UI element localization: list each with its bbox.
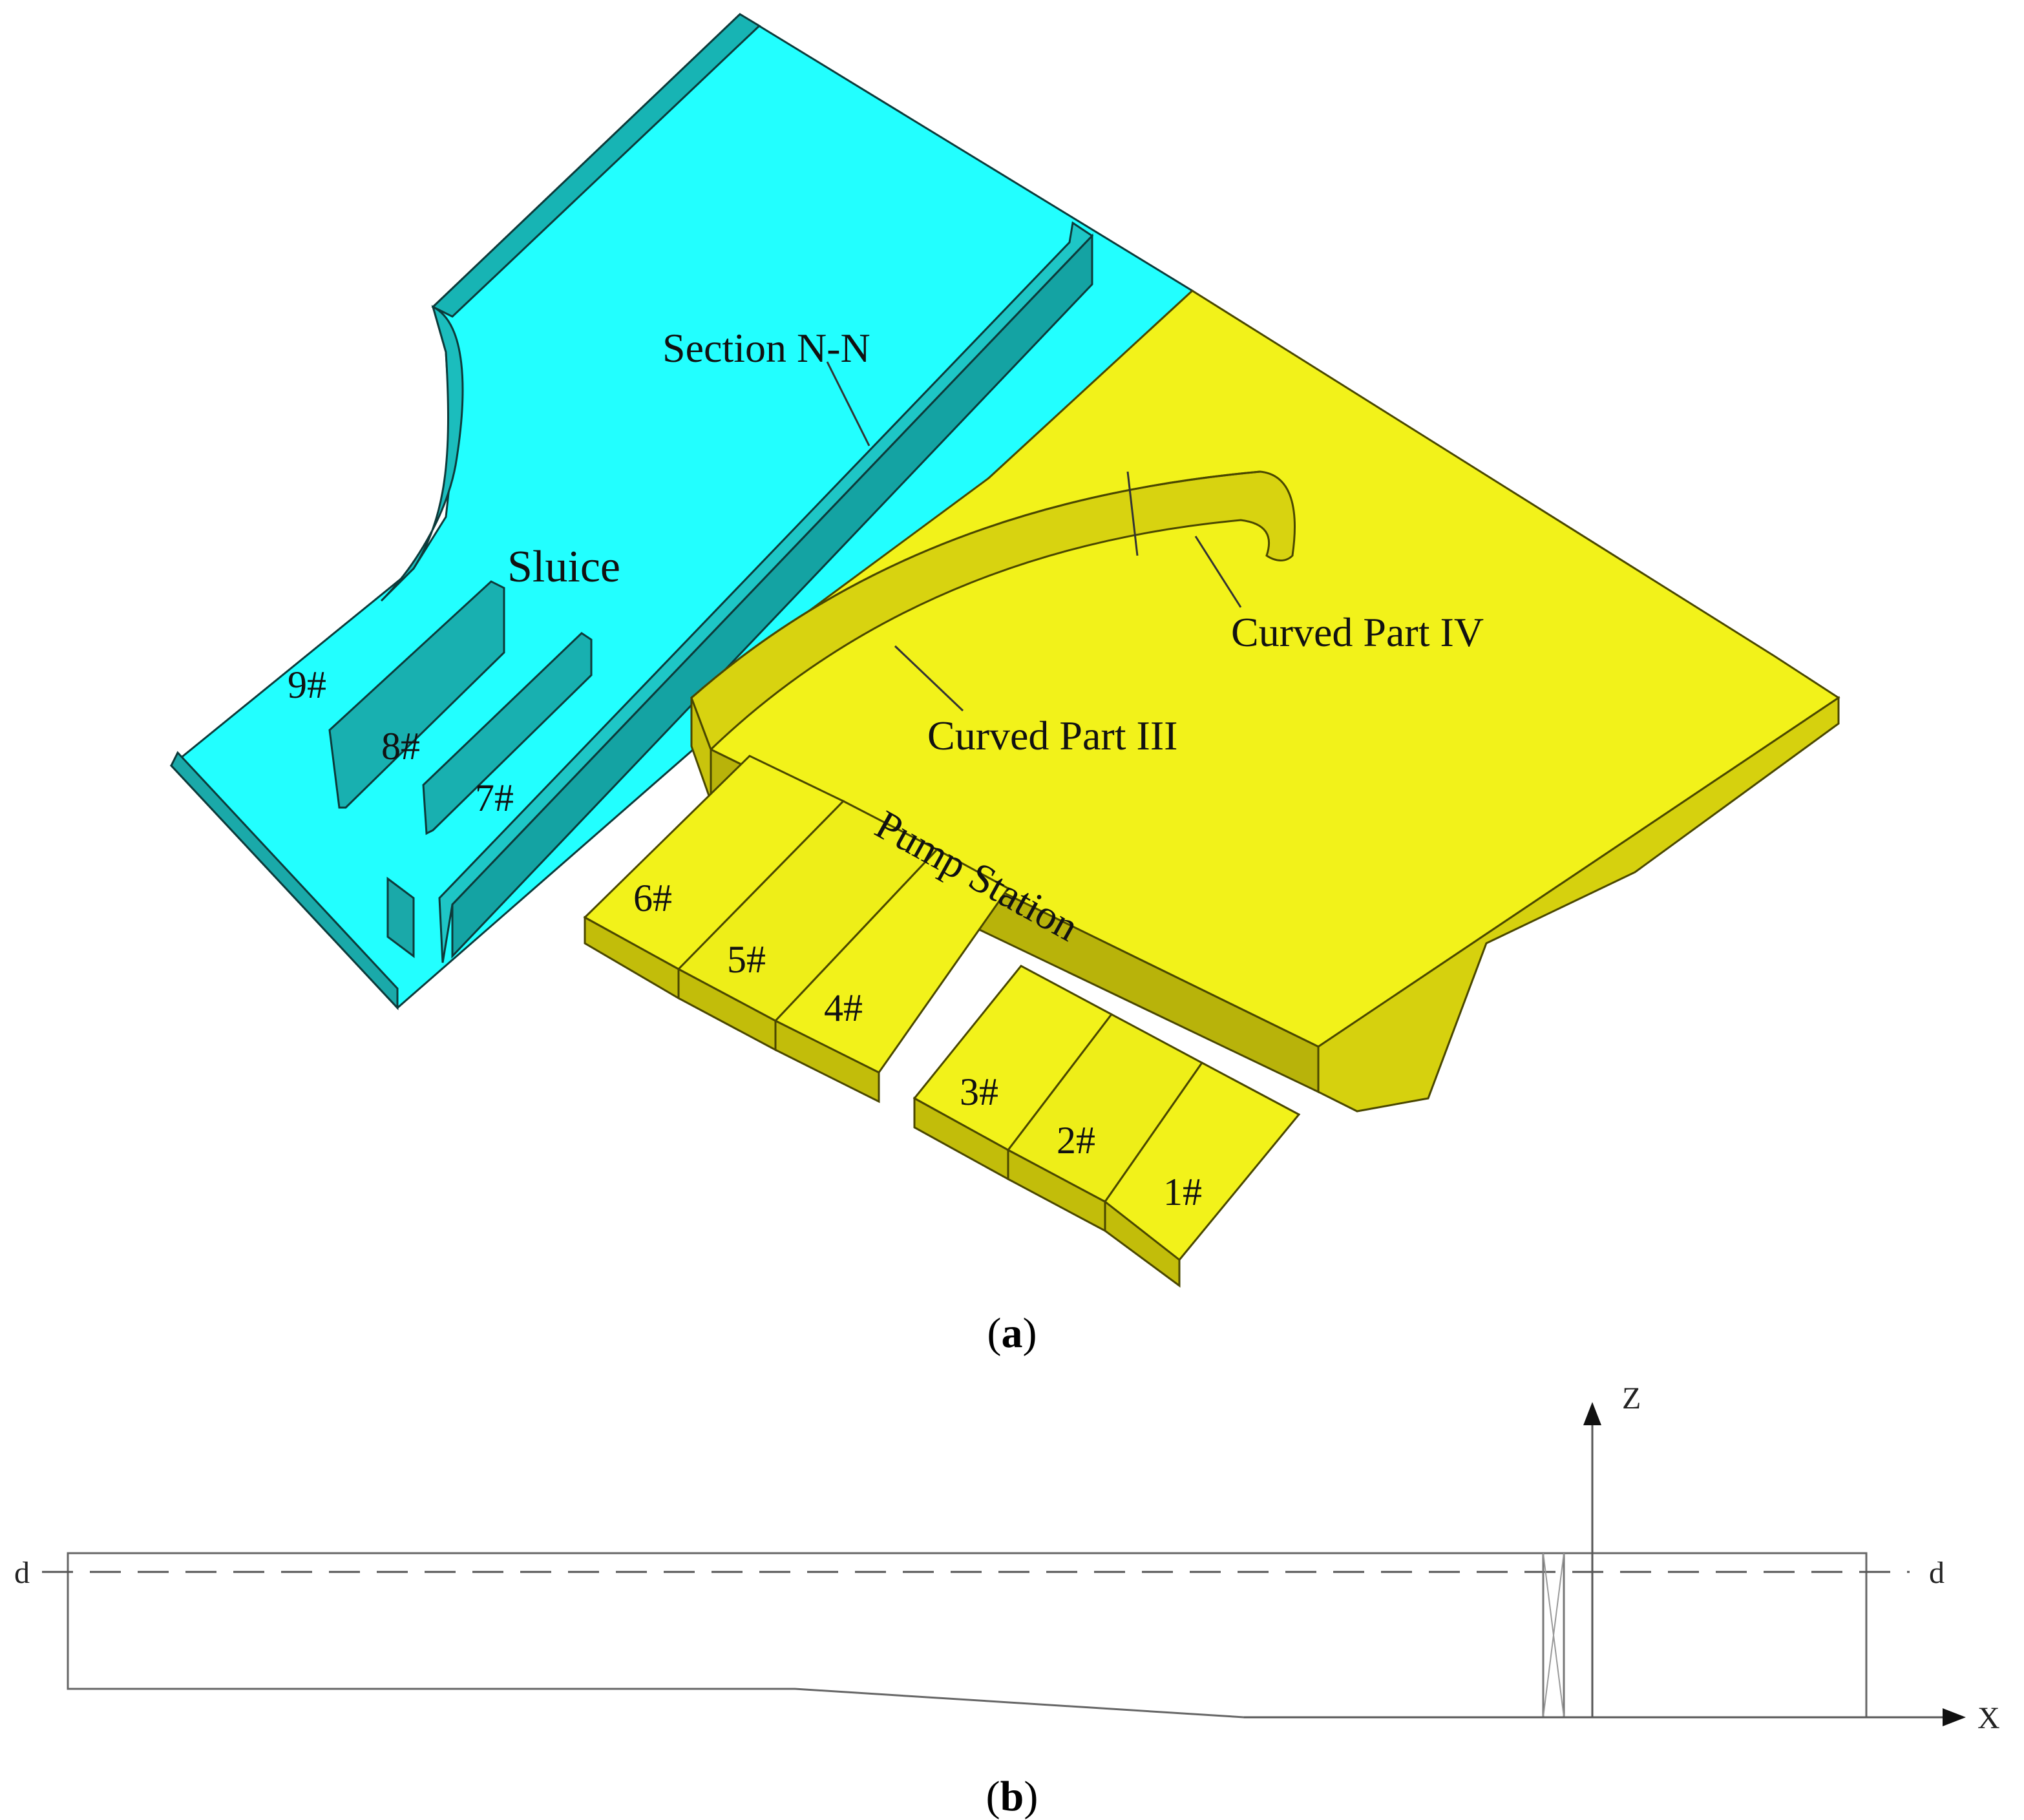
z-axis-arrowhead	[1583, 1402, 1601, 1425]
unit-1-face	[1104, 1199, 1181, 1288]
label-unit-3: 3#	[960, 1071, 998, 1113]
curved-wall-top-edge	[691, 470, 1261, 699]
sluice-front-wall	[170, 751, 399, 1010]
pump-units-right	[912, 965, 1301, 1288]
leader-curved-divider	[1126, 471, 1139, 556]
label-unit-4: 4#	[824, 987, 863, 1029]
panel-b-profile: d d Z X	[14, 1381, 2000, 1735]
label-axis-x: X	[1977, 1701, 2000, 1735]
sluice-curved-wall	[380, 305, 464, 602]
label-section-nn: Section N-N	[662, 325, 870, 371]
leader-curved-iii	[894, 645, 964, 712]
label-gate-8: 8#	[381, 725, 420, 768]
label-curved-iii: Curved Part III	[927, 713, 1177, 758]
label-level-d-right: d	[1929, 1556, 1945, 1590]
caption-a: (a)	[987, 1310, 1037, 1357]
label-axis-z: Z	[1622, 1381, 1641, 1416]
sluice-left-wall	[431, 13, 761, 318]
unit-4-face	[774, 1019, 880, 1104]
caption-b: (b)	[986, 1773, 1038, 1820]
gate-9-block	[328, 580, 505, 809]
section-nn-wall-face	[451, 233, 1093, 959]
panel-a-model: Section N-N Sluice Curved Part III Curve…	[169, 13, 1840, 1288]
leader-section-nn	[826, 361, 870, 446]
profile-outline	[67, 1552, 1868, 1719]
label-unit-6: 6#	[633, 877, 672, 919]
gate-8-block	[422, 632, 593, 835]
pump-right-slope	[1317, 696, 1840, 1113]
pump-units-left	[583, 755, 1010, 1104]
gate-slot-symbol	[1542, 1553, 1565, 1718]
sluice-inner-divider	[386, 877, 415, 958]
leader-curved-iv	[1194, 536, 1242, 608]
label-curved-iv: Curved Part IV	[1231, 609, 1484, 655]
label-sluice: Sluice	[507, 542, 620, 592]
label-unit-2: 2#	[1057, 1119, 1095, 1162]
label-level-d-left: d	[14, 1556, 30, 1590]
sluice-channel	[169, 13, 1194, 1010]
x-axis-arrowhead	[1943, 1708, 1966, 1726]
label-gate-9: 9#	[288, 664, 326, 706]
label-gate-7: 7#	[475, 777, 514, 819]
label-unit-1: 1#	[1163, 1171, 1202, 1213]
pump-station	[583, 289, 1840, 1288]
label-unit-5: 5#	[727, 938, 766, 981]
